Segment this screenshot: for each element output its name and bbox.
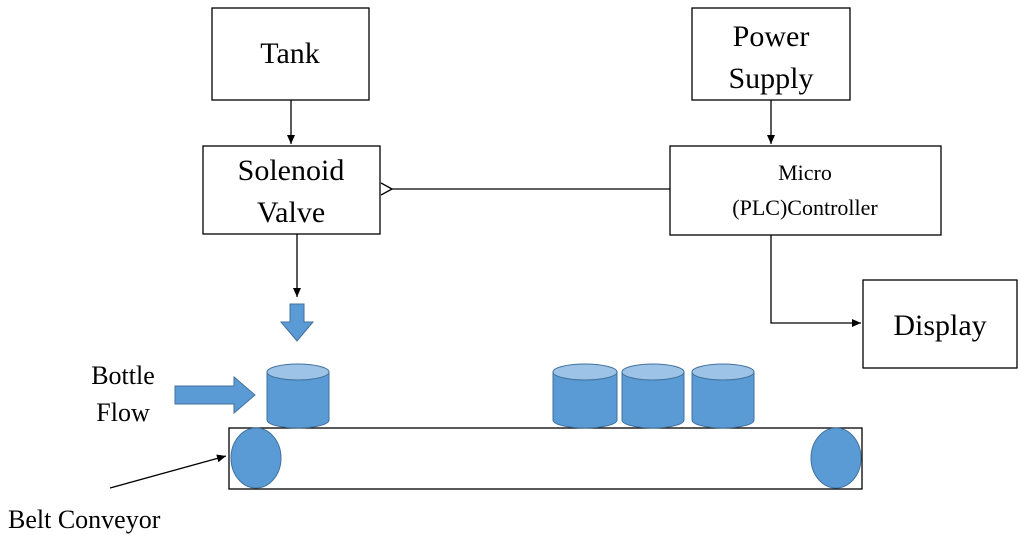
power-supply-block: Power Supply (691, 7, 851, 101)
bottle (266, 363, 330, 429)
tank-block: Tank (211, 7, 370, 101)
controller-to-display-arrow (770, 235, 861, 327)
solenoid-valve-label-line2: Valve (257, 196, 325, 229)
display-label: Display (893, 309, 986, 342)
controller-label-line2: (PLC)Controller (732, 195, 878, 220)
belt-conveyor (228, 427, 863, 490)
solenoid-valve-label-line1: Solenoid (238, 154, 345, 187)
bottle-flow-label-line2: Flow (96, 398, 150, 427)
bottle (621, 363, 685, 429)
solenoid-valve-block: Solenoid Valve (202, 145, 381, 235)
left-roller (230, 427, 282, 489)
bottle-flow-arrow-icon (174, 375, 256, 415)
fill-down-arrow-icon (279, 303, 315, 342)
bottle-flow-label-line1: Bottle (91, 361, 155, 390)
right-roller (810, 427, 862, 489)
power-supply-label-line1: Power (733, 20, 810, 53)
plc-controller-block: Micro (PLC)Controller (669, 145, 942, 236)
belt-conveyor-pointer-arrow (109, 454, 227, 489)
bottle (552, 363, 618, 429)
controller-label-line1: Micro (778, 160, 832, 185)
power-supply-label-line2: Supply (728, 62, 813, 95)
display-block: Display (862, 279, 1018, 369)
tank-label: Tank (260, 37, 320, 70)
bottle (691, 363, 755, 429)
belt-conveyor-label: Belt Conveyor (8, 505, 161, 534)
